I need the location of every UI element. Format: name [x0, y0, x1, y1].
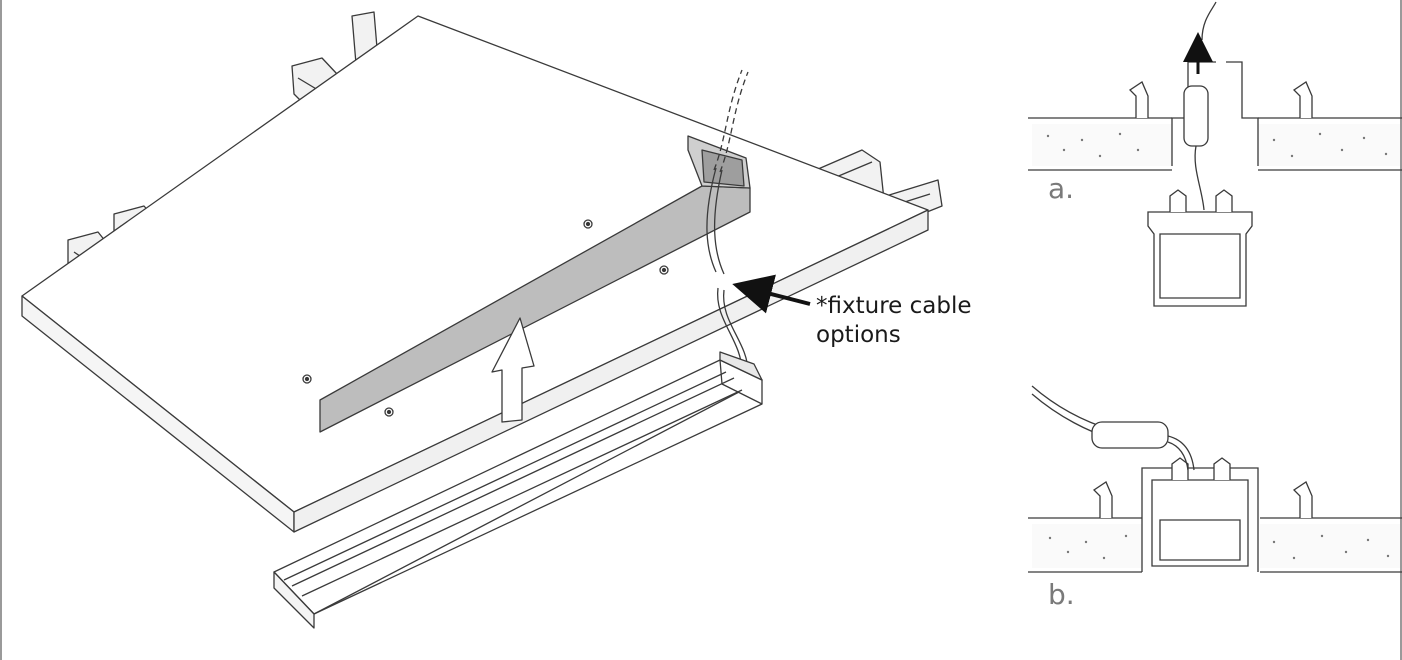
detail-a-label: a. — [1048, 172, 1074, 205]
ceiling-board-illustration — [21, 11, 943, 629]
supply-cable — [706, 69, 749, 275]
fill-dots-b — [1048, 534, 1390, 560]
detail-b — [1028, 385, 1402, 573]
up-arrow — [491, 317, 535, 423]
detail-b-label: b. — [1048, 578, 1075, 611]
insulation-left-b — [1032, 524, 1142, 568]
fill-dots-a — [1046, 132, 1388, 158]
callout-line-2: options — [816, 322, 901, 348]
mounting-channel — [319, 185, 751, 433]
insulation-right-a — [1258, 124, 1400, 166]
detail-a — [1028, 1, 1402, 307]
callout-arrow — [732, 274, 811, 314]
screws — [302, 219, 669, 417]
led-fixture — [273, 351, 763, 629]
callout-line-1: *fixture cable — [816, 293, 972, 319]
insulation-left-a — [1032, 124, 1172, 166]
insulation-right-b — [1260, 524, 1400, 568]
